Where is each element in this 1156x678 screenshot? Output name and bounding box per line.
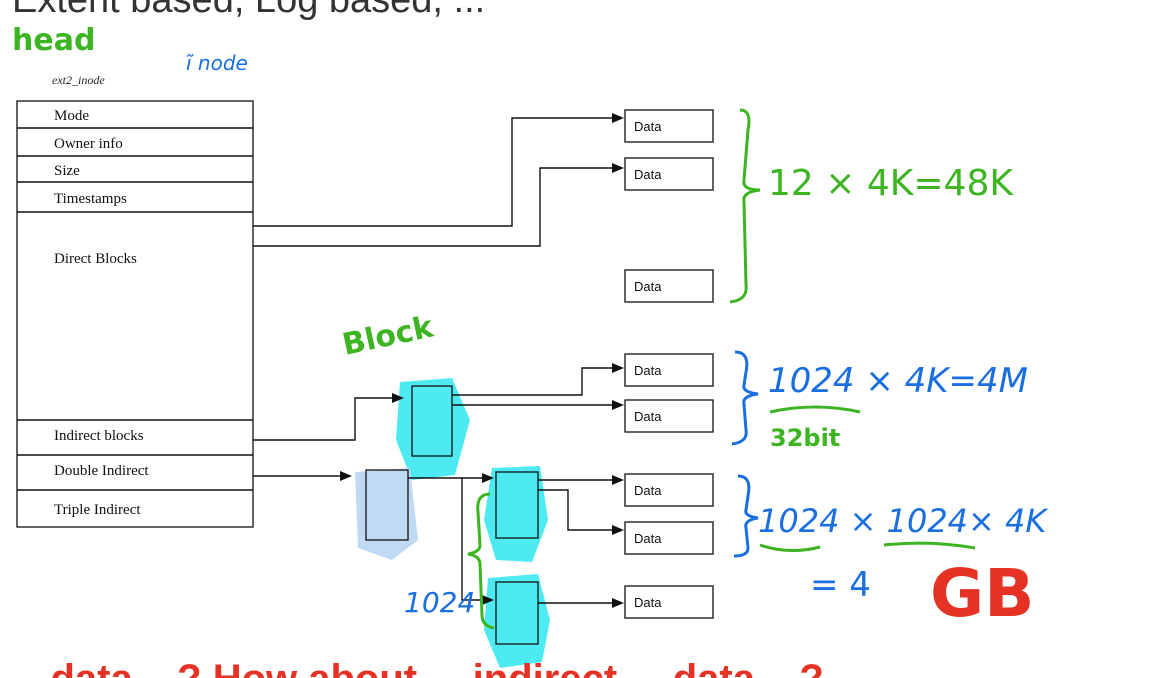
- inode-field-indirect: Indirect blocks: [54, 428, 144, 444]
- second-data-line: [538, 489, 620, 531]
- arrowhead: [612, 525, 624, 535]
- arrowhead: [340, 471, 352, 481]
- data-block: Data: [624, 521, 714, 555]
- indirect-calc-annotation: 1024 × 4K=4M: [768, 361, 1028, 401]
- inode-field-mode: Mode: [54, 108, 89, 124]
- light-blue-highlight: [355, 468, 418, 560]
- arrowhead: [612, 363, 624, 373]
- inode-table-frame: [16, 100, 254, 528]
- arrowhead: [482, 595, 494, 605]
- inode-field-triple: Triple Indirect: [54, 502, 141, 518]
- arrowhead: [612, 400, 624, 410]
- svg-text:Data: Data: [634, 595, 662, 610]
- header-title: Extent based, Log based, ...: [12, 0, 485, 21]
- direct-brace: [729, 108, 761, 304]
- arrowhead: [392, 393, 404, 403]
- block-annotation: Block: [339, 309, 437, 362]
- footer-question: ... data ...? How about ... indirect ...…: [6, 657, 824, 678]
- indirect-pointer-block: [411, 385, 453, 457]
- svg-text:Data: Data: [634, 279, 662, 294]
- double-to-second-line: [461, 478, 490, 601]
- data-block: Data: [624, 353, 714, 387]
- data-block: Data: [624, 269, 714, 303]
- second-level-block: [495, 581, 539, 645]
- svg-text:Data: Data: [634, 409, 662, 424]
- bit-annotation: 32bit: [770, 424, 840, 452]
- second-level-block: [495, 471, 539, 539]
- data-block: Data: [624, 473, 714, 507]
- data-block: Data: [624, 585, 714, 619]
- direct-calc-annotation: 12 × 4K=48K: [768, 163, 1014, 204]
- inode-table: Mode Owner info Size Timestamps Direct B…: [16, 100, 254, 528]
- underline-stroke: [883, 541, 976, 550]
- cyan-highlight: [484, 574, 550, 668]
- inode-field-direct: Direct Blocks: [54, 251, 137, 267]
- indirect-pointer-line: [253, 397, 400, 441]
- underline-stroke: [759, 543, 821, 552]
- gb-annotation: GB: [930, 555, 1034, 632]
- inode-hand-annotation: ĩ node: [186, 51, 248, 75]
- double-indirect-block: [365, 469, 409, 541]
- data-block: Data: [624, 399, 714, 433]
- arrowhead: [612, 113, 624, 123]
- inode-field-owner: Owner info: [54, 136, 123, 152]
- head-annotation: head: [12, 23, 95, 58]
- arrowhead: [612, 598, 624, 608]
- arrowhead: [612, 163, 624, 173]
- fan-brace: [467, 492, 495, 630]
- data-block: Data: [624, 109, 714, 143]
- indirect-brace: [731, 350, 759, 446]
- direct-pointer-line: [253, 167, 620, 247]
- indirect-data-line: [452, 367, 620, 396]
- fan-count-annotation: 1024: [404, 586, 475, 619]
- cyan-highlight: [396, 378, 470, 480]
- svg-text:Data: Data: [634, 119, 662, 134]
- inode-field-size: Size: [54, 163, 80, 179]
- double-brace: [733, 474, 759, 558]
- underline-stroke: [769, 405, 861, 414]
- inode-caption: ext2_inode: [52, 73, 105, 87]
- svg-text:Data: Data: [634, 363, 662, 378]
- double-result-annotation: = 4: [810, 565, 871, 605]
- svg-text:Data: Data: [634, 531, 662, 546]
- arrowhead: [612, 475, 624, 485]
- arrowhead: [482, 473, 494, 483]
- direct-pointer-line: [253, 117, 620, 227]
- inode-field-double: Double Indirect: [54, 463, 149, 479]
- data-block: Data: [624, 157, 714, 191]
- inode-field-timestamps: Timestamps: [54, 191, 127, 207]
- svg-text:Data: Data: [634, 167, 662, 182]
- double-calc-annotation: 1024 × 1024× 4K: [758, 502, 1049, 540]
- svg-text:Data: Data: [634, 483, 662, 498]
